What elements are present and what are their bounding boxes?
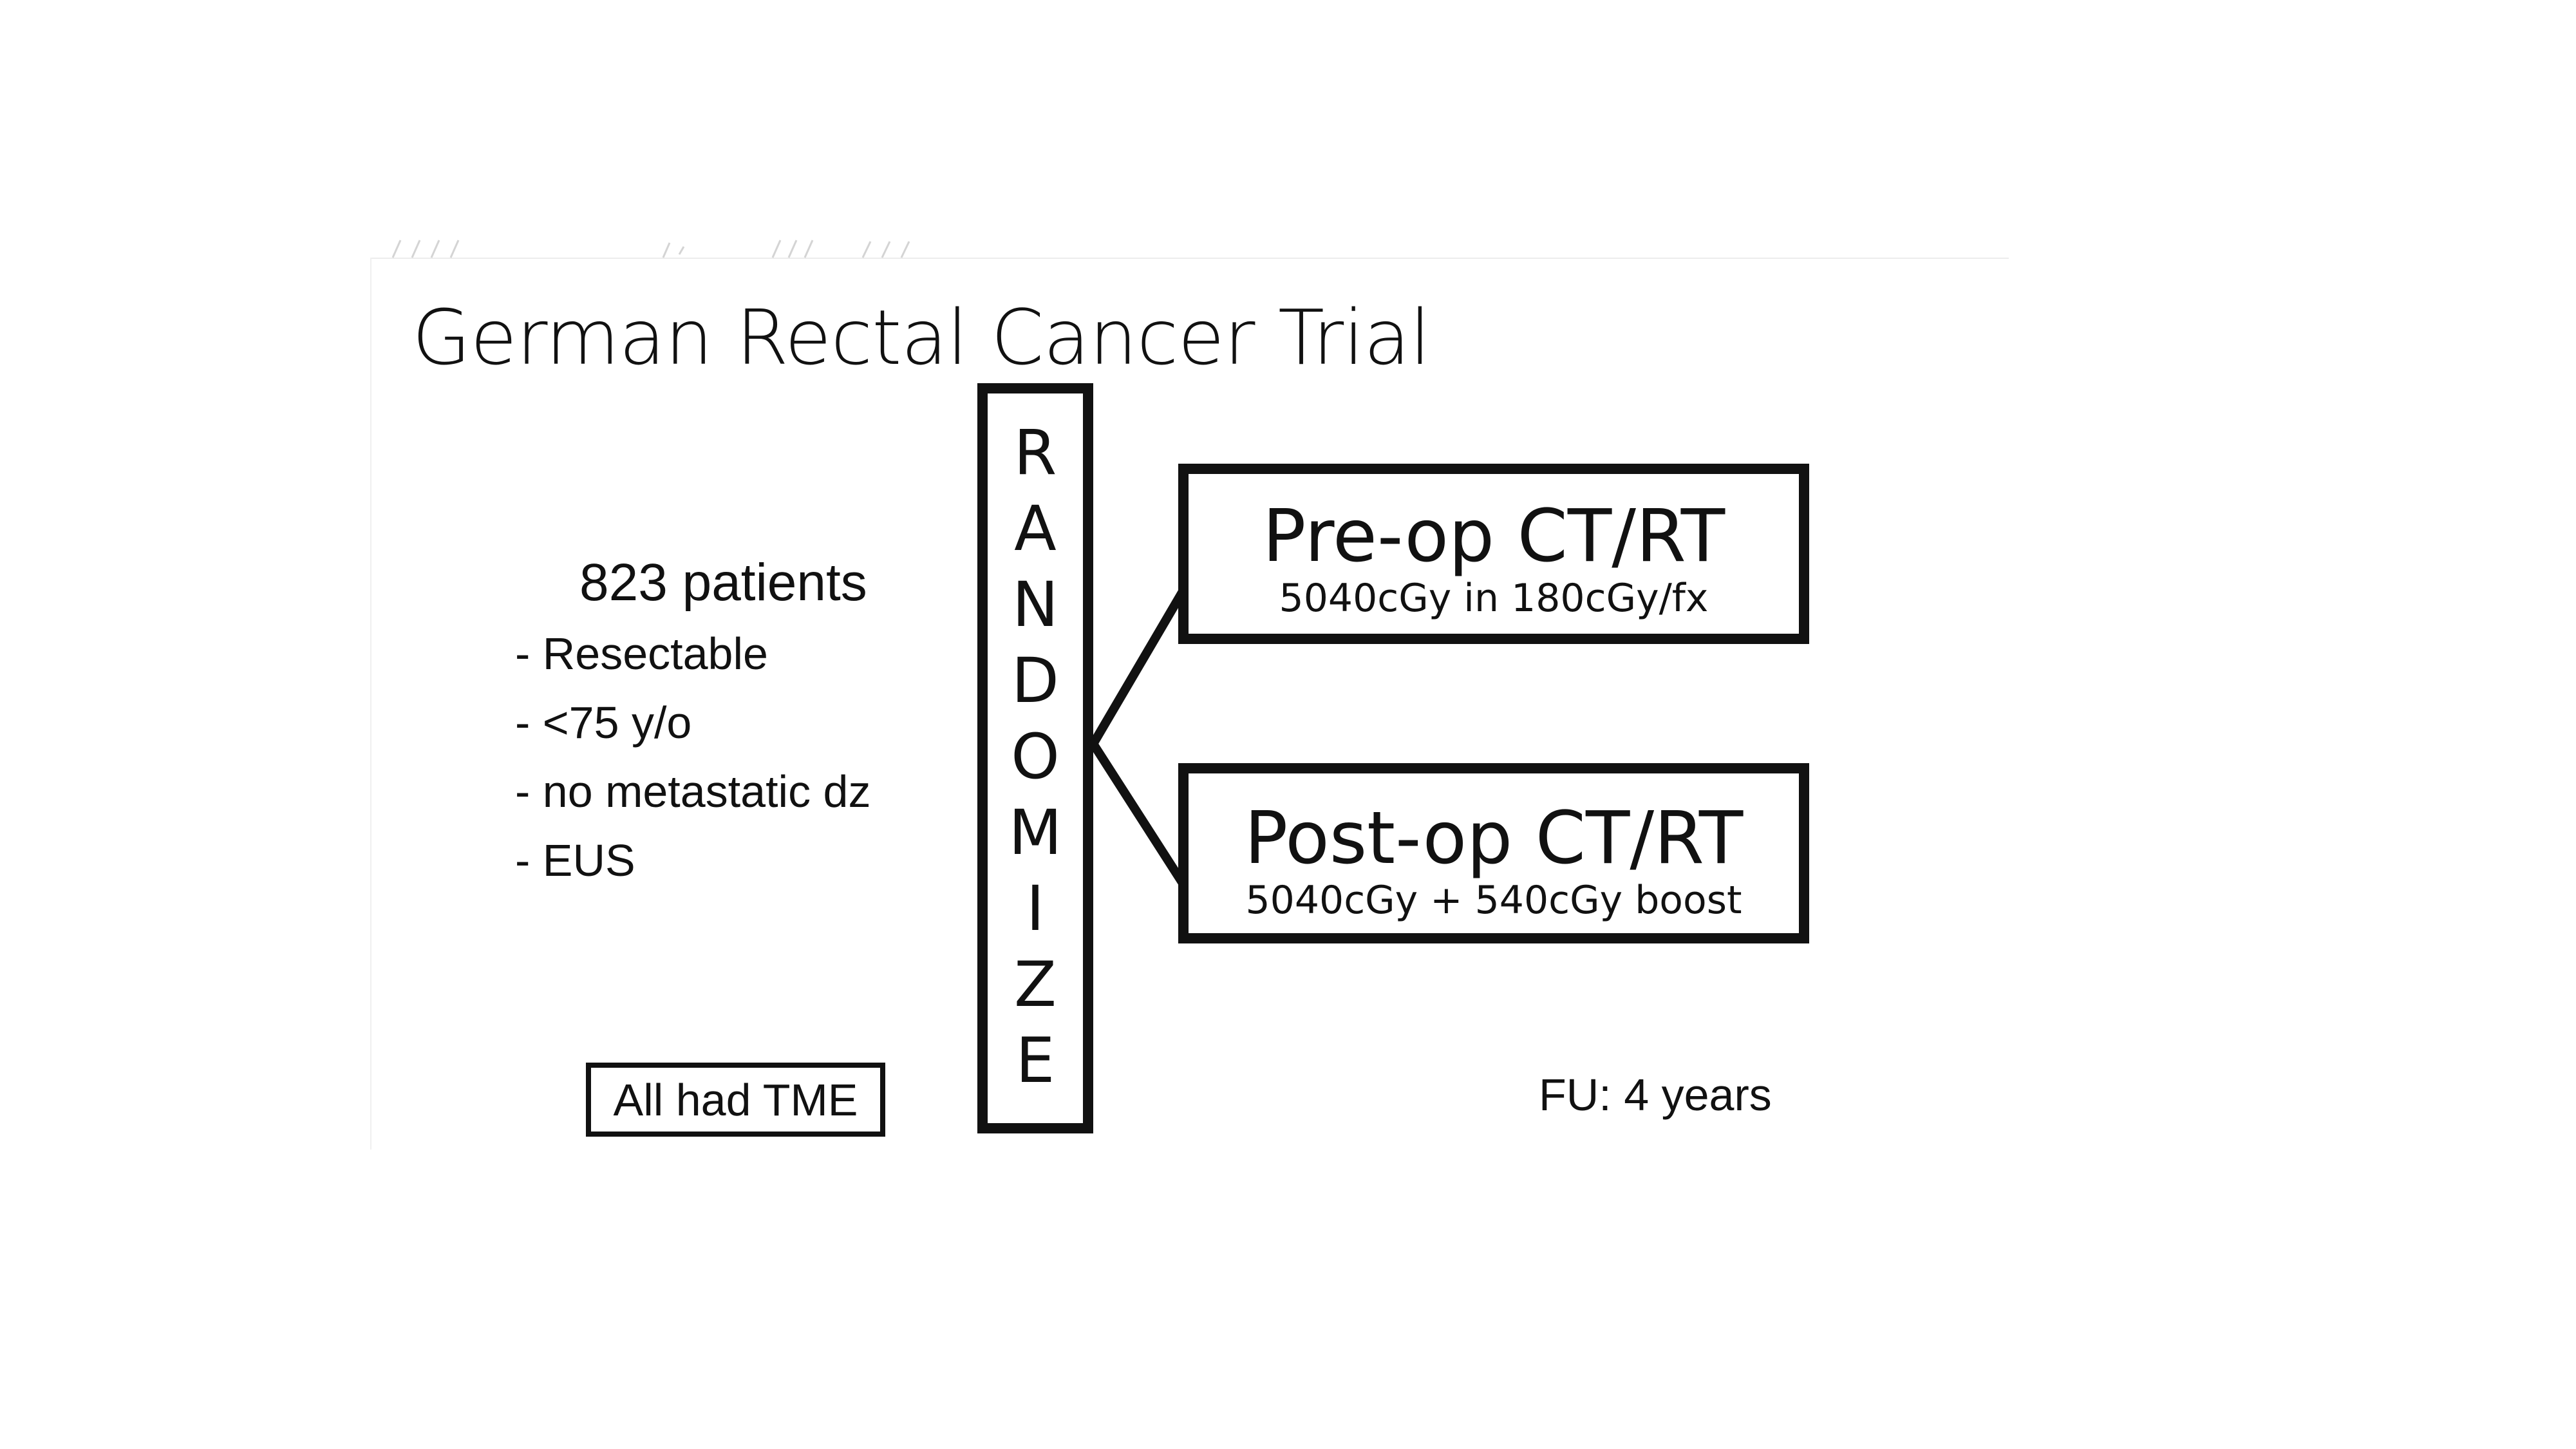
randomize-letter: M: [1008, 797, 1062, 869]
followup-duration: FU: 4 years: [1539, 1070, 1772, 1120]
randomize-letter: A: [1014, 493, 1057, 565]
slide-title: German Rectal Cancer Trial: [412, 293, 1431, 382]
randomize-box: R A N D O M I Z E: [977, 383, 1093, 1133]
tme-note-box: All had TME: [586, 1063, 885, 1137]
faint-scribble-marks: [391, 240, 910, 258]
arm-dose-detail: 5040cGy in 180cGy/fx: [1279, 576, 1709, 621]
slide-top-edge: [370, 258, 2009, 259]
randomize-letter: Z: [1014, 949, 1057, 1021]
arm-box-pre-op: Pre-op CT/RT 5040cGy in 180cGy/fx: [1178, 464, 1809, 644]
slide-left-edge: [370, 258, 371, 1150]
arm-title: Pre-op CT/RT: [1262, 495, 1725, 578]
arm-title: Post-op CT/RT: [1244, 797, 1744, 880]
criterion-item: - Resectable: [515, 629, 768, 679]
patient-count: 823 patients: [579, 553, 867, 612]
arm-dose-detail: 5040cGy + 540cGy boost: [1245, 878, 1742, 923]
randomize-letter: N: [1012, 569, 1058, 641]
eligibility-criteria-list: - Resectable - <75 y/o - no metastatic d…: [515, 628, 870, 904]
criterion-item: - EUS: [515, 835, 635, 886]
arm-box-post-op: Post-op CT/RT 5040cGy + 540cGy boost: [1178, 763, 1809, 943]
randomize-letter: E: [1015, 1025, 1055, 1097]
criterion-item: - no metastatic dz: [515, 766, 871, 817]
slide-panel: [370, 258, 2009, 1150]
randomize-letter: O: [1011, 721, 1060, 793]
randomize-letter: D: [1011, 645, 1059, 717]
randomize-letter: I: [1026, 873, 1045, 945]
randomize-letter: R: [1013, 417, 1057, 489]
criterion-item: - <75 y/o: [515, 697, 692, 748]
